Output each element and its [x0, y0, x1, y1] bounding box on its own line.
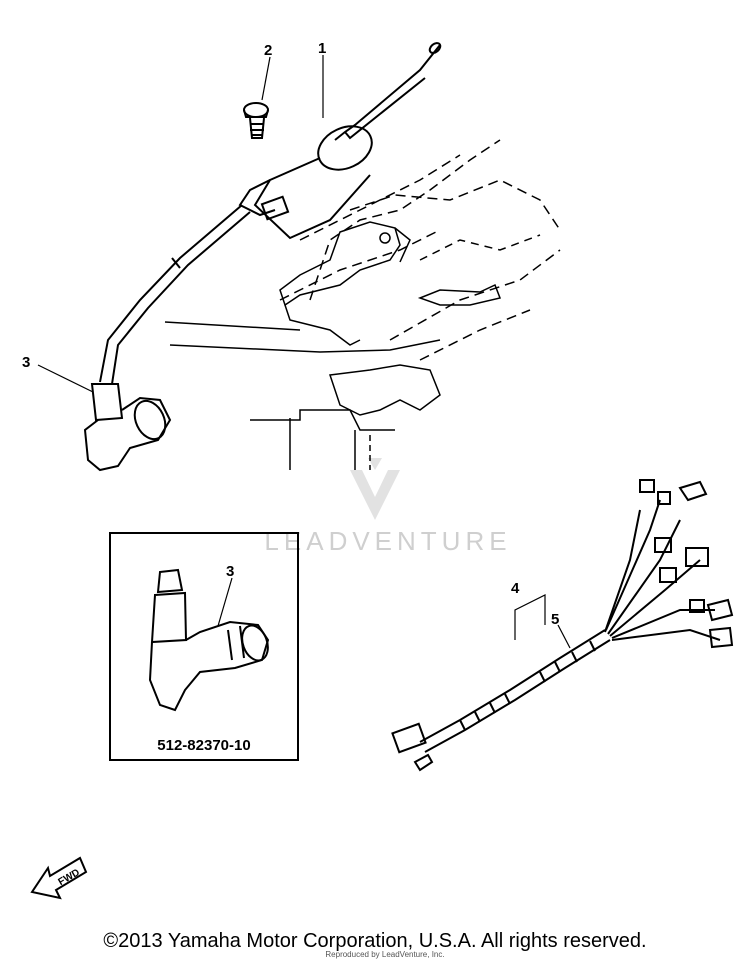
- callout-2: 2: [264, 42, 272, 59]
- fwd-arrow-icon: FWD: [30, 856, 88, 900]
- copyright-footer: ©2013 Yamaha Motor Corporation, U.S.A. A…: [103, 930, 647, 952]
- callouts-harness: [514, 594, 571, 649]
- callout-4: 4: [511, 580, 520, 597]
- inset-callout-3: 3: [226, 563, 234, 580]
- callout-3: 3: [22, 354, 30, 371]
- inset-box: 3 512-82370-10: [109, 532, 299, 761]
- watermark: LEADVENTURE: [264, 458, 511, 556]
- wire-harness: [391, 479, 734, 772]
- screw: [243, 102, 269, 139]
- inset-plug-cap: [148, 568, 270, 712]
- callout-5: 5: [551, 611, 559, 628]
- callouts-main: [37, 55, 324, 393]
- plug-cap-cord: [83, 204, 251, 472]
- bracket-outline: [164, 139, 561, 470]
- watermark-text: LEADVENTURE: [264, 526, 511, 556]
- ignition-coil: [238, 42, 442, 240]
- small-note: Reproduced by LeadVenture, Inc.: [325, 950, 444, 959]
- callout-1: 1: [318, 40, 326, 57]
- inset-part-number: 512-82370-10: [157, 737, 250, 754]
